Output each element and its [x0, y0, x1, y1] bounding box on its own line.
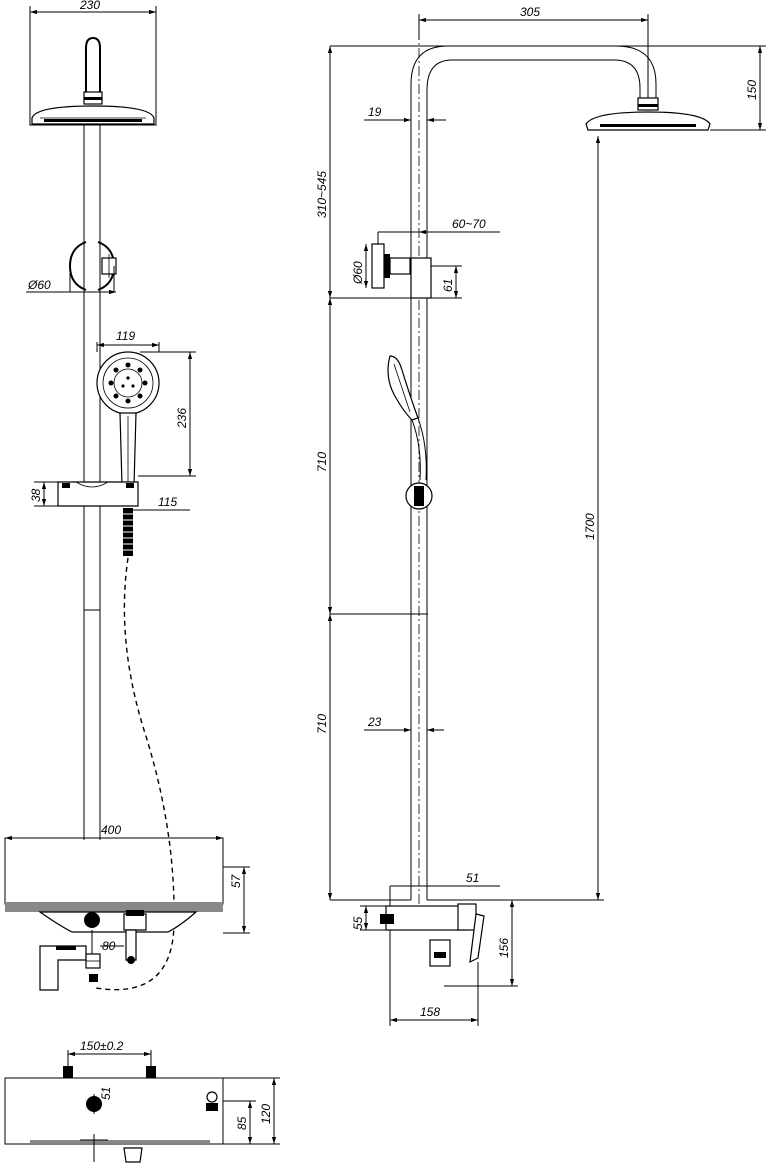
dim-shelf-height: 57: [229, 873, 243, 888]
dim-center-distance: 150±0.2: [80, 1039, 124, 1053]
dim-adjust-range: 310~545: [315, 171, 329, 218]
right-side-view: 305 150 19 310~545 60~70 Ø60 61: [315, 5, 766, 1026]
dim-bottom-body-height: 85: [235, 1116, 249, 1130]
dim-hand-shower-height: 236: [175, 408, 189, 429]
shower-arm: [410, 45, 657, 900]
dim-slider-height: 38: [29, 488, 43, 502]
dim-holder-diameter-left: Ø60: [27, 278, 51, 292]
left-front-view: 230 Ø60: [4, 0, 250, 991]
dim-connector-width: 51: [466, 871, 479, 885]
dim-holder-diameter-right: Ø60: [351, 261, 365, 285]
dim-lower-section: 710: [315, 714, 329, 734]
dim-body-depth: 158: [420, 1005, 440, 1019]
dim-head-drop: 150: [745, 80, 759, 100]
hose-left: [95, 508, 175, 991]
dim-connector-height: 55: [351, 916, 365, 930]
dim-body-height: 156: [497, 938, 511, 958]
hand-shower-side: [387, 355, 433, 510]
holder-left: Ø60: [26, 241, 117, 295]
dim-inlet-diameter: 51: [99, 1087, 113, 1100]
bottom-top-view: 150±0.2 51 85 120: [4, 1039, 280, 1163]
dim-bottom-total-height: 120: [259, 1104, 273, 1124]
holder-right: 60~70 Ø60 61: [351, 217, 500, 299]
slider-left: 38 115: [29, 481, 190, 511]
shelf-left: 400 57: [4, 823, 250, 934]
dim-hand-shower-width: 119: [116, 329, 135, 343]
dim-pipe-diameter-upper: 19: [368, 105, 382, 119]
dim-head-width: 230: [79, 0, 100, 12]
dim-total-height: 1700: [583, 513, 597, 540]
dim-holder-height: 61: [441, 279, 455, 292]
dim-holder-offset: 60~70: [452, 217, 486, 231]
mixer-body-left: 80: [38, 910, 198, 991]
head-nozzle-row: [44, 119, 142, 122]
dim-slider-offset: 115: [158, 495, 177, 509]
dim-shelf-width: 400: [101, 823, 121, 837]
dim-pipe-diameter-lower: 23: [367, 715, 382, 729]
mixer-body-right: 51 55 156 158: [351, 871, 518, 1026]
hand-shower-front: [96, 351, 160, 487]
dim-arm-reach: 305: [520, 5, 540, 19]
dim-spout-width: 80: [102, 939, 116, 953]
dim-upper-section: 710: [315, 452, 329, 472]
